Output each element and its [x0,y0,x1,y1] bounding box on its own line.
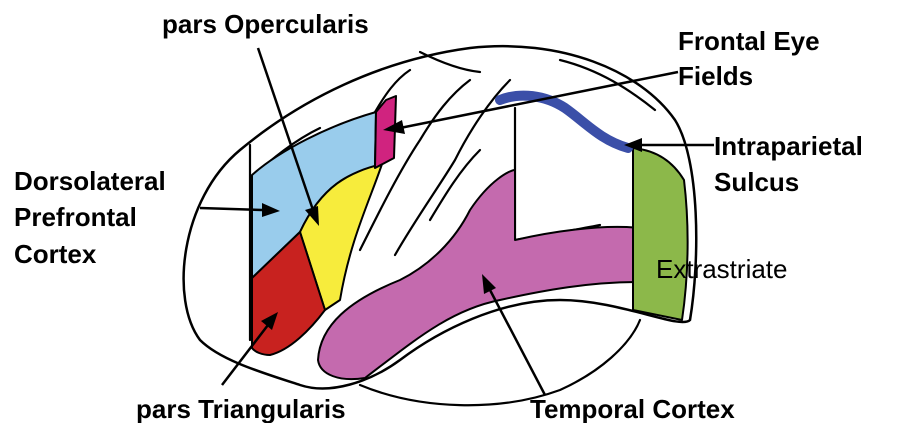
label-pars-opercularis: pars Opercularis [162,9,369,39]
label-dlpfc-line2: Prefrontal [14,202,137,232]
arrow-pars-triangularis [222,325,268,385]
label-dlpfc-line1: Dorsolateral [14,166,166,196]
region-extrastriate [633,148,688,320]
label-temporal-cortex: Temporal Cortex [530,394,735,423]
label-extrastriate: Extrastriate [656,254,788,284]
label-intraparietal-line1: Intraparietal [714,131,863,161]
label-frontal-eye-fields-line2: Fields [678,61,753,91]
label-dlpfc-line3: Cortex [14,239,97,269]
label-intraparietal-line2: Sulcus [714,167,799,197]
arrow-frontal-eye-fields [400,72,678,128]
label-pars-triangularis: pars Triangularis [136,394,346,423]
label-frontal-eye-fields-line1: Frontal Eye [678,26,820,56]
